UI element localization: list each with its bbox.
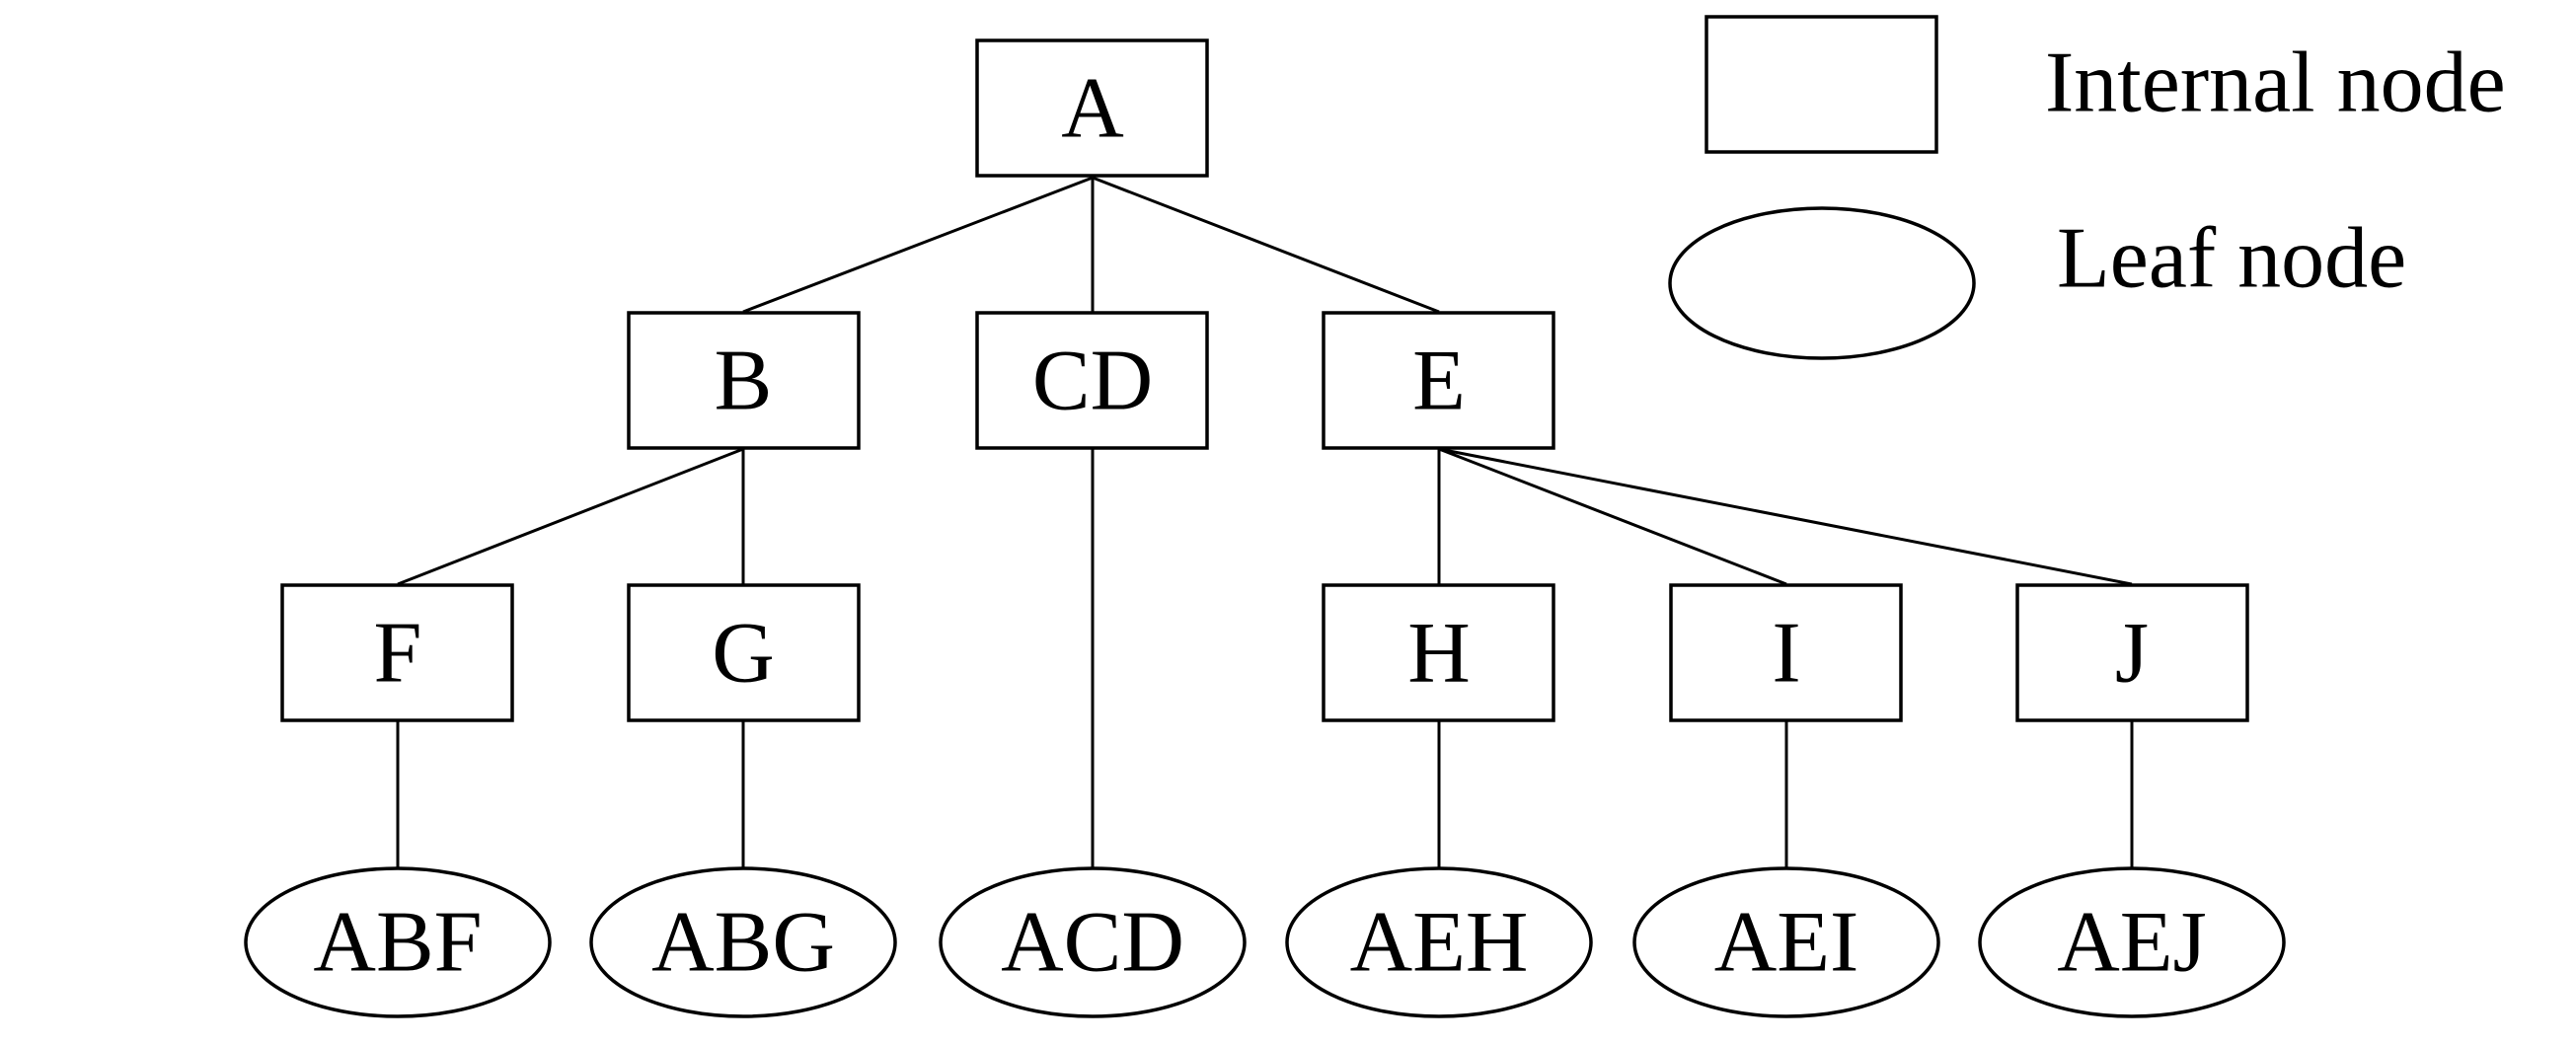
node-a: A — [975, 38, 1209, 178]
node-g-label: G — [712, 606, 775, 702]
leaf-aeh-ellipse — [1285, 866, 1593, 1018]
node-f-label: F — [374, 606, 422, 702]
node-a-label: A — [1061, 61, 1124, 157]
legend-leaf-label: Leaf node — [2057, 211, 2406, 307]
leaf-aej-ellipse — [1978, 866, 2286, 1018]
node-cd: CD — [975, 311, 1209, 450]
leaf-abf: ABF — [244, 866, 552, 1018]
edge-a-e — [1092, 176, 1440, 314]
node-i: I — [1669, 583, 1903, 722]
edges — [396, 176, 2134, 868]
leaf-acd: ACD — [939, 866, 1247, 1018]
node-h: H — [1322, 583, 1555, 722]
leaf-abg: ABG — [589, 866, 897, 1018]
leaf-abf-label: ABF — [313, 895, 482, 991]
node-h-label: H — [1407, 606, 1471, 702]
edge-e-i — [1438, 447, 1787, 586]
node-j-label: J — [2115, 606, 2149, 702]
node-i-box — [1669, 583, 1903, 722]
leaf-aej-label: AEJ — [2057, 895, 2207, 991]
node-b-label: B — [715, 334, 773, 429]
edge-a-b — [742, 176, 1094, 314]
node-j: J — [2015, 583, 2249, 722]
leaf-abf-ellipse — [244, 866, 552, 1018]
node-cd-label: CD — [1032, 334, 1153, 429]
leaf-aej: AEJ — [1978, 866, 2286, 1018]
leaf-aeh-label: AEH — [1350, 895, 1529, 991]
node-h-box — [1322, 583, 1555, 722]
leaf-acd-label: ACD — [1001, 895, 1184, 991]
edge-e-j — [1438, 447, 2133, 586]
leaf-abg-label: ABG — [651, 895, 835, 991]
leaf-aeh: AEH — [1285, 866, 1593, 1018]
node-e-box — [1322, 311, 1555, 450]
edge-b-f — [397, 447, 744, 586]
node-j-box — [2015, 583, 2249, 722]
node-i-label: I — [1772, 606, 1800, 702]
node-f: F — [280, 583, 514, 722]
node-f-box — [280, 583, 514, 722]
leaf-aei: AEI — [1632, 866, 1940, 1018]
legend-leaf-ellipse — [1668, 206, 1976, 360]
node-e: E — [1322, 311, 1555, 450]
legend-internal-label: Internal node — [2045, 36, 2506, 131]
leaf-aei-ellipse — [1632, 866, 1940, 1018]
leaf-acd-ellipse — [939, 866, 1247, 1018]
legend: Internal node Leaf node — [1668, 15, 2506, 360]
node-g: G — [627, 583, 861, 722]
legend-internal-box — [1705, 15, 1938, 154]
node-e-label: E — [1412, 334, 1466, 429]
node-cd-box — [975, 311, 1209, 450]
node-g-box — [627, 583, 861, 722]
node-a-box — [975, 38, 1209, 178]
node-b: B — [627, 311, 861, 450]
leaf-aei-label: AEI — [1714, 895, 1859, 991]
leaf-abg-ellipse — [589, 866, 897, 1018]
node-b-box — [627, 311, 861, 450]
